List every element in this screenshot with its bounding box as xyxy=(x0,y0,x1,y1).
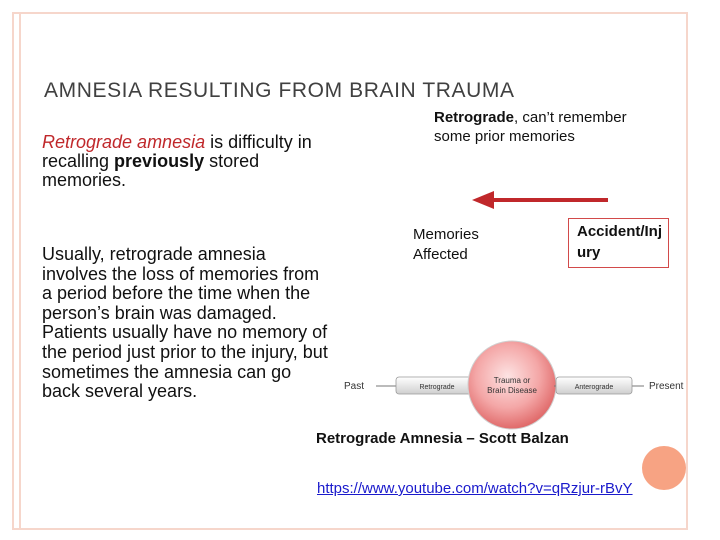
retrograde-bar-label: Retrograde xyxy=(419,384,454,391)
retrograde-amnesia-term: Retrograde amnesia xyxy=(42,132,206,152)
retrograde-bar: Retrograde xyxy=(395,376,479,395)
trauma-circle xyxy=(467,340,557,430)
anterograde-bar-label: Anterograde xyxy=(575,384,614,391)
slide-border-line xyxy=(19,14,21,528)
accident-injury-box: Accident/Injury xyxy=(568,218,669,268)
slide-border-frame xyxy=(12,12,688,530)
retrograde-note-text: , can’t remember some prior memories xyxy=(434,109,627,145)
trauma-label-line2: Brain Disease xyxy=(487,386,537,395)
slide-title: AMNESIA RESULTING FROM BRAIN TRAUMA xyxy=(44,79,515,102)
retrograde-note: Retrograde, can’t remember some prior me… xyxy=(434,108,634,146)
left-arrow-icon xyxy=(472,191,608,209)
definition-text-a: is difficulty in recalling xyxy=(42,132,312,171)
retrograde-note-bold: Retrograde xyxy=(434,109,515,126)
definition-paragraph: Retrograde amnesia is difficulty in reca… xyxy=(42,133,312,190)
diagram-caption: Retrograde Amnesia – Scott Balzan xyxy=(316,430,569,447)
memories-affected-label: Memories Affected xyxy=(413,226,479,263)
definition-bold: previously xyxy=(114,151,205,171)
explanation-paragraph: Usually, retrograde amnesia involves the… xyxy=(42,244,328,402)
decorative-circle xyxy=(642,446,686,490)
past-label: Past xyxy=(344,381,364,392)
definition-text-b: stored memories. xyxy=(42,151,260,190)
present-label: Present xyxy=(649,381,684,392)
anterograde-bar: Anterograde xyxy=(555,376,633,395)
amnesia-timeline-diagram: Past Retrograde Trauma or Brain Disease … xyxy=(344,340,684,430)
trauma-label-line1: Trauma or xyxy=(494,376,531,385)
youtube-link[interactable]: https://www.youtube.com/watch?v=qRzjur-r… xyxy=(317,480,633,497)
